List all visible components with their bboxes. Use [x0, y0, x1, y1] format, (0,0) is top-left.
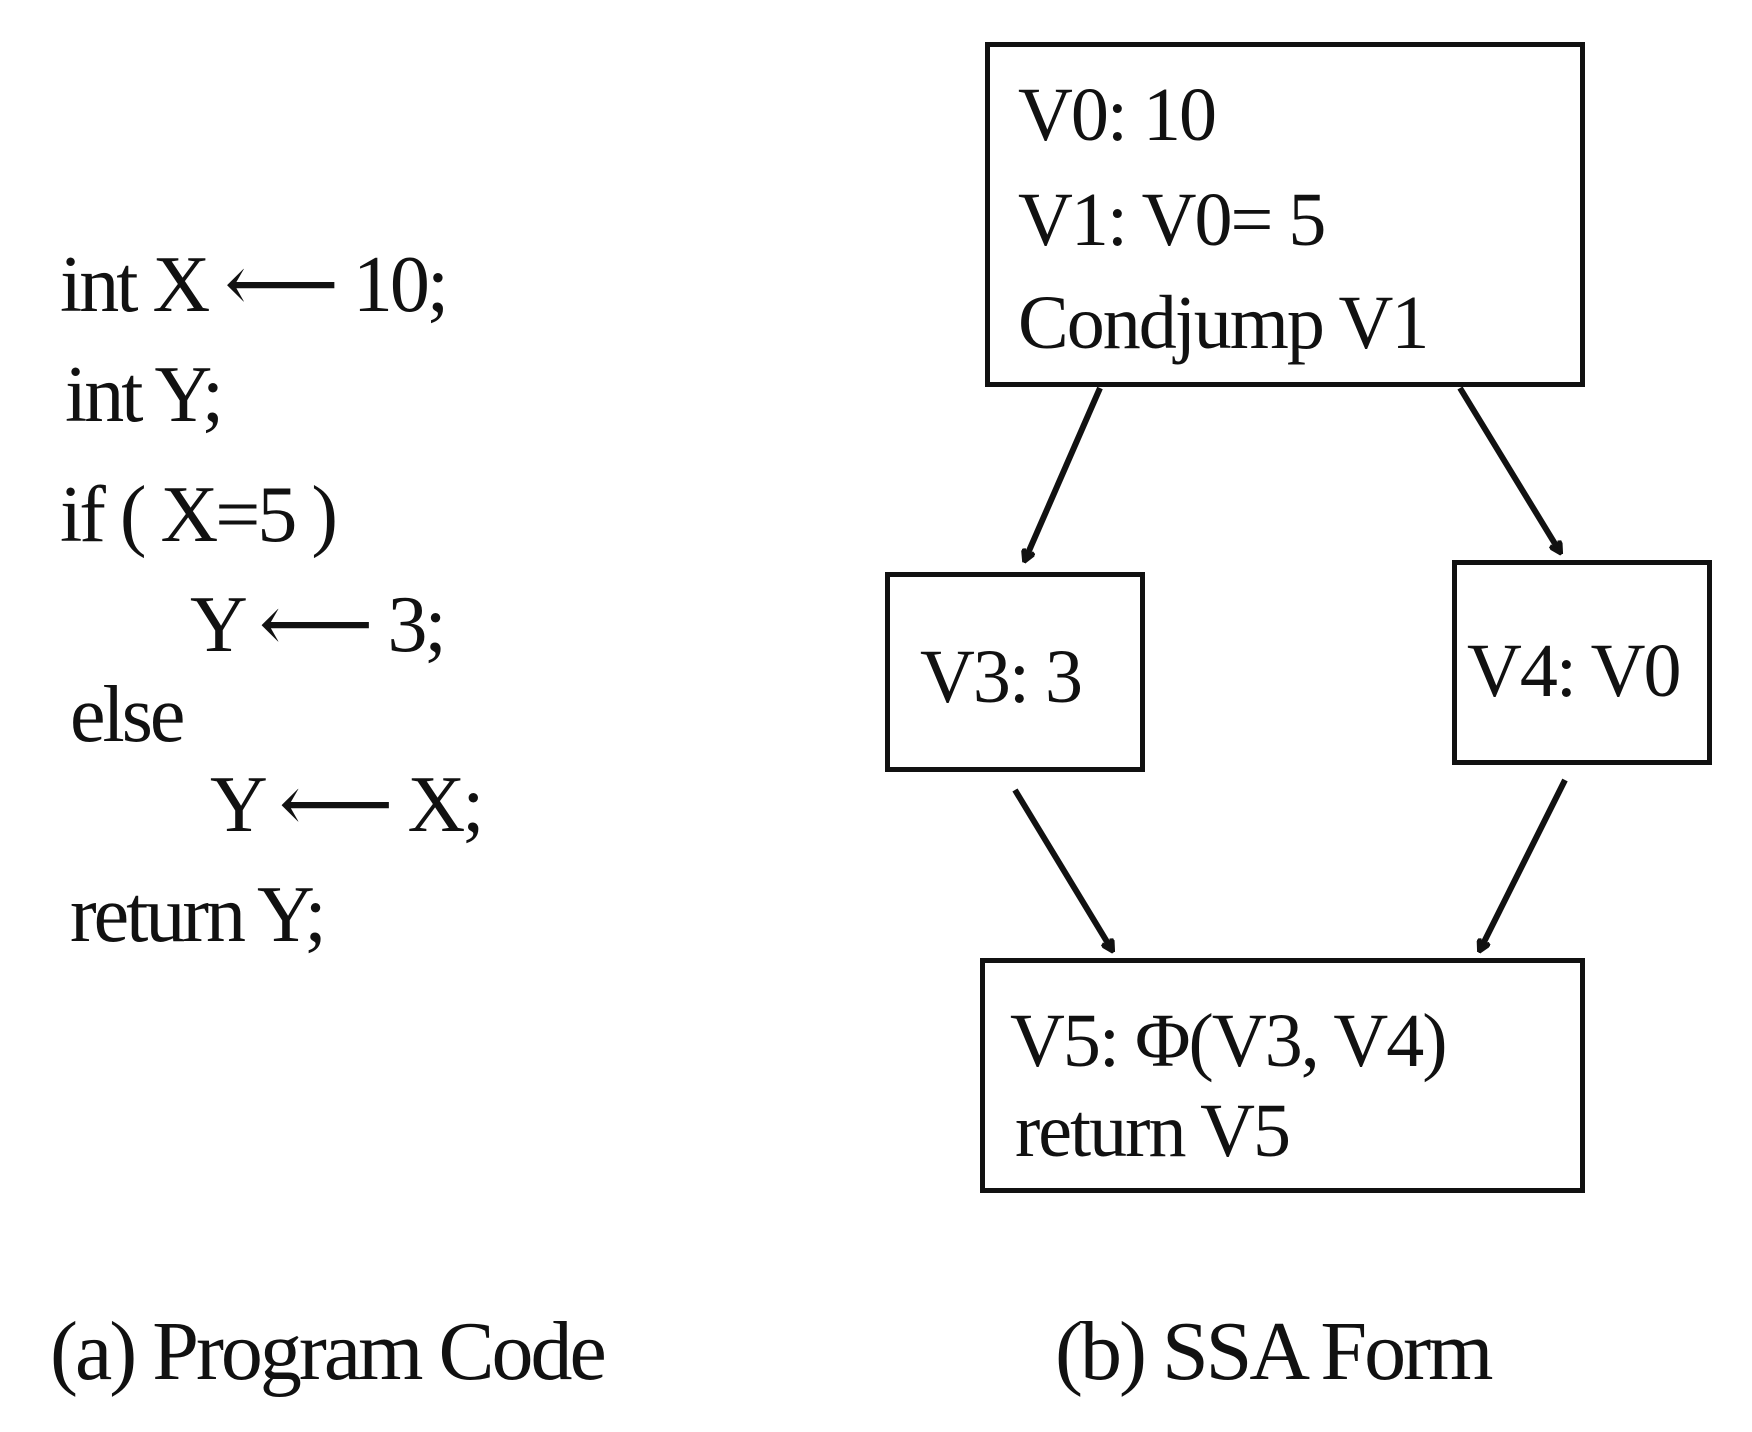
edge-left-to-bottom	[1012, 788, 1112, 950]
edge-top-to-left	[1025, 386, 1103, 560]
caption-ssa-form: (b) SSA Form	[1055, 1305, 1493, 1398]
ssa-top-block: V0: 10 V1: V0= 5 Condjump V1	[985, 42, 1585, 387]
code-line-7: return Y;	[70, 871, 327, 959]
code-line-3: if ( X=5 )	[60, 471, 338, 559]
code-line-5: else	[70, 671, 185, 759]
ssa-top-line-3: Condjump V1	[1018, 281, 1429, 365]
edge-right-to-bottom	[1480, 778, 1568, 950]
ssa-left-block: V3: 3	[885, 572, 1145, 772]
code-line-1: int X ⟵ 10;	[60, 241, 449, 329]
code-line-6: Y ⟵ X;	[210, 761, 484, 849]
ssa-left-line-1: V3: 3	[920, 635, 1083, 719]
ssa-bottom-line-1: V5: Φ(V3, V4)	[1010, 999, 1448, 1083]
edge-top-to-right	[1457, 386, 1560, 552]
ssa-top-line-2: V1: V0= 5	[1018, 178, 1326, 262]
code-line-2: int Y;	[65, 351, 224, 439]
ssa-bottom-line-2: return V5	[1015, 1089, 1291, 1173]
ssa-right-block: V4: V0	[1452, 560, 1712, 765]
code-line-4: Y ⟵ 3;	[190, 581, 447, 669]
ssa-right-line-1: V4: V0	[1467, 629, 1682, 713]
ssa-top-line-1: V0: 10	[1018, 73, 1217, 157]
caption-program-code: (a) Program Code	[50, 1305, 607, 1398]
ssa-bottom-block: V5: Φ(V3, V4) return V5	[980, 958, 1585, 1193]
